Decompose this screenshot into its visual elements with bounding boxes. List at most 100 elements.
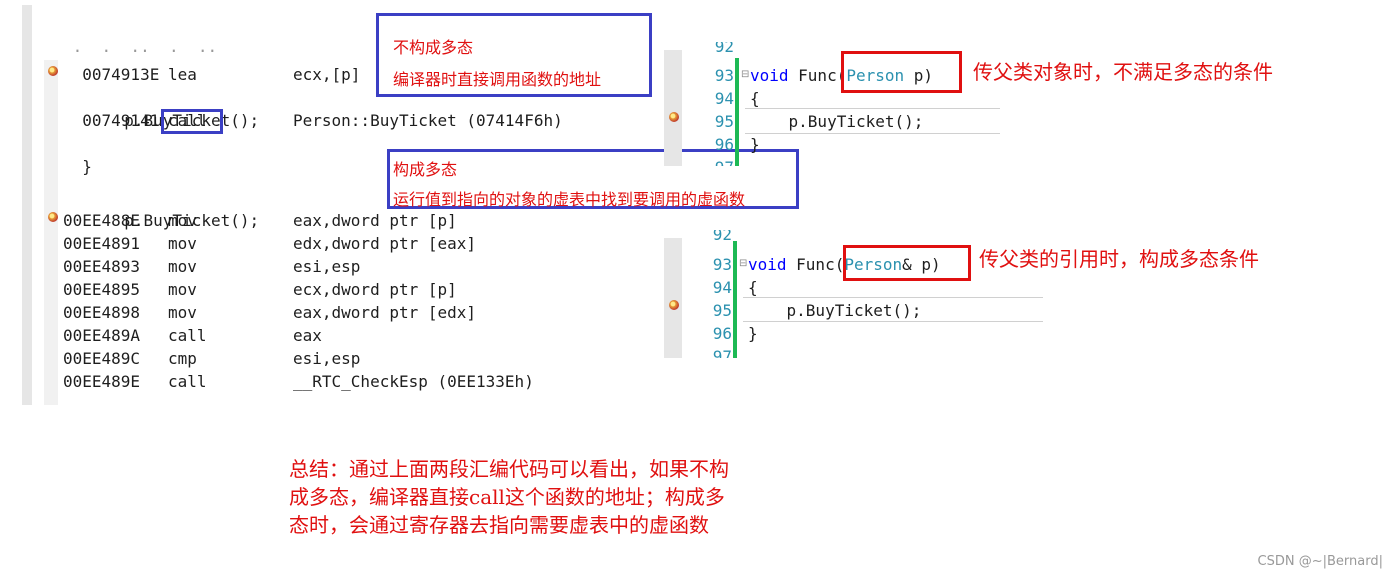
instruction-address: 00EE4891 bbox=[63, 234, 141, 253]
change-bar bbox=[735, 58, 739, 166]
instruction-operand: eax,dword ptr [edx] bbox=[293, 303, 477, 322]
source-text: p.BuyTicket(); bbox=[124, 111, 260, 130]
breakpoint-icon[interactable] bbox=[48, 66, 58, 76]
function-name: Func( bbox=[788, 66, 847, 85]
param-highlight-box bbox=[843, 245, 971, 281]
code-line: { bbox=[748, 278, 758, 297]
instruction-address: 00EE489E bbox=[63, 372, 141, 391]
summary-text: 总结：通过上面两段汇编代码可以看出，如果不构 成多态，编译器直接call这个函数… bbox=[289, 455, 849, 539]
instruction-opcode: call bbox=[168, 372, 207, 391]
disasm-row: 00EE4898 mov eax,dword ptr [edx] bbox=[63, 301, 663, 324]
disasm-row: 00749141 call Person::BuyTicket (07414F6… bbox=[63, 109, 663, 132]
param-text: & p) bbox=[902, 255, 941, 274]
disasm-source-line: p.BuyTicket(); bbox=[105, 86, 259, 130]
instruction-address: 0074913E bbox=[82, 65, 160, 84]
line-number: 92 bbox=[712, 230, 732, 244]
instruction-address: 00EE4895 bbox=[63, 280, 141, 299]
instruction-opcode: lea bbox=[168, 65, 197, 84]
instruction-opcode: mov bbox=[168, 211, 197, 230]
instruction-address: 00EE488E bbox=[63, 211, 141, 230]
instruction-opcode: call bbox=[168, 326, 207, 345]
note-pass-by-value: 传父类对象时，不满足多态的条件 bbox=[973, 60, 1273, 84]
instruction-opcode: cmp bbox=[168, 349, 197, 368]
line-number: 97 bbox=[672, 156, 734, 166]
disasm-row: 00EE4891 mov edx,dword ptr [eax] bbox=[63, 232, 663, 255]
callout-box-poly: 构成多态 运行值到指向的对象的虚表中找到要调用的虚函数 bbox=[387, 149, 799, 209]
callout-box-nonpoly: 不构成多态 编译器时直接调用函数的地址 bbox=[376, 13, 652, 97]
instruction-opcode: call bbox=[168, 111, 207, 130]
watermark: CSDN @~|Bernard| bbox=[1257, 554, 1383, 569]
line-number: 92 bbox=[714, 42, 734, 56]
keyword: void bbox=[748, 255, 787, 274]
disasm-row: 00EE489A call eax bbox=[63, 324, 663, 347]
instruction-opcode: mov bbox=[168, 303, 197, 322]
instruction-operand: ecx,dword ptr [p] bbox=[293, 280, 457, 299]
note-pass-by-reference: 传父类的引用时，构成多态条件 bbox=[979, 247, 1259, 271]
code-editor-2: 92 93 ⊟ void Func(Person& p) 94 { 95 p.B… bbox=[670, 230, 1050, 358]
breakpoint-icon[interactable] bbox=[669, 300, 679, 310]
callout-title: 构成多态 bbox=[393, 160, 458, 179]
fold-toggle-icon[interactable]: ⊟ bbox=[739, 258, 748, 269]
keyword: void bbox=[750, 66, 789, 85]
code-line: p.BuyTicket(); bbox=[748, 301, 922, 320]
instruction-address: 00EE4898 bbox=[63, 303, 141, 322]
code-line: void Func(Person& p) bbox=[748, 253, 941, 276]
instruction-operand: __RTC_CheckEsp (0EE133Eh) bbox=[293, 372, 534, 391]
line-number: 93 bbox=[712, 255, 732, 274]
type-name: Person bbox=[844, 255, 903, 274]
callout-title: 不构成多态 bbox=[393, 38, 474, 57]
code-line: void Func(Person p) bbox=[750, 64, 933, 87]
change-bar bbox=[733, 241, 737, 358]
code-line: } bbox=[748, 324, 758, 343]
fold-toggle-icon[interactable]: ⊟ bbox=[741, 69, 750, 80]
disasm-source-line: p.BuyTicket(); bbox=[105, 186, 259, 230]
disasm-row: 00EE488E mov eax,dword ptr [p] bbox=[63, 209, 663, 232]
instruction-opcode: mov bbox=[168, 234, 197, 253]
line-number: 95 bbox=[712, 301, 732, 320]
instruction-operand: eax,dword ptr [p] bbox=[293, 211, 457, 230]
instruction-opcode: mov bbox=[168, 280, 197, 299]
disasm-partial-top: . . .. . .. bbox=[63, 44, 218, 54]
source-text: p.BuyTicket(); bbox=[124, 211, 260, 230]
instruction-address: 00EE489A bbox=[63, 326, 141, 345]
source-text: } bbox=[82, 157, 92, 176]
code1-gutter bbox=[664, 50, 682, 166]
disasm-row: 0074913E lea ecx,[p] bbox=[63, 63, 663, 86]
instruction-address: 00749141 bbox=[82, 111, 160, 130]
disasm-source-line: } bbox=[63, 132, 92, 176]
code-line: } bbox=[750, 135, 760, 154]
breakpoint-icon[interactable] bbox=[669, 112, 679, 122]
current-line-border bbox=[745, 108, 1000, 109]
breakpoint-icon[interactable] bbox=[48, 212, 58, 222]
line-number: 96 bbox=[714, 135, 734, 154]
code-line: { bbox=[750, 89, 760, 108]
instruction-operand: edx,dword ptr [eax] bbox=[293, 234, 477, 253]
param-text: p) bbox=[904, 66, 934, 85]
callout-text: 运行值到指向的对象的虚表中找到要调用的虚函数 bbox=[393, 190, 746, 209]
instruction-operand: eax bbox=[293, 326, 322, 345]
summary-line: 总结：通过上面两段汇编代码可以看出，如果不构 bbox=[289, 457, 729, 481]
instruction-operand: ecx,[p] bbox=[293, 65, 361, 84]
current-line-border bbox=[743, 321, 1043, 322]
code-editor-1: 92 93 ⊟ void Func(Person p) 94 { 95 p.Bu… bbox=[672, 42, 1002, 166]
line-number: 93 bbox=[714, 66, 734, 85]
instruction-address: 00EE489C bbox=[63, 349, 141, 368]
function-name: Func( bbox=[786, 255, 845, 274]
line-number: 95 bbox=[714, 112, 734, 131]
summary-line: 成多态，编译器直接call这个函数的地址；构成多 bbox=[289, 485, 725, 509]
line-number: 94 bbox=[714, 89, 734, 108]
code2-gutter bbox=[664, 238, 682, 358]
disasm-row: 00EE4895 mov ecx,dword ptr [p] bbox=[63, 278, 663, 301]
summary-line: 态时，会通过寄存器去指向需要虚表中的虚函数 bbox=[289, 513, 709, 537]
disasm-breakpoint-margin bbox=[44, 60, 58, 405]
disasm-gutter bbox=[22, 5, 32, 405]
line-number: 96 bbox=[712, 324, 732, 343]
call-highlight-box bbox=[161, 109, 223, 134]
instruction-address: 00EE4893 bbox=[63, 257, 141, 276]
instruction-opcode: mov bbox=[168, 257, 197, 276]
current-line-border bbox=[743, 297, 1043, 298]
callout-text: 编译器时直接调用函数的地址 bbox=[393, 70, 602, 89]
param-highlight-box bbox=[841, 51, 962, 93]
